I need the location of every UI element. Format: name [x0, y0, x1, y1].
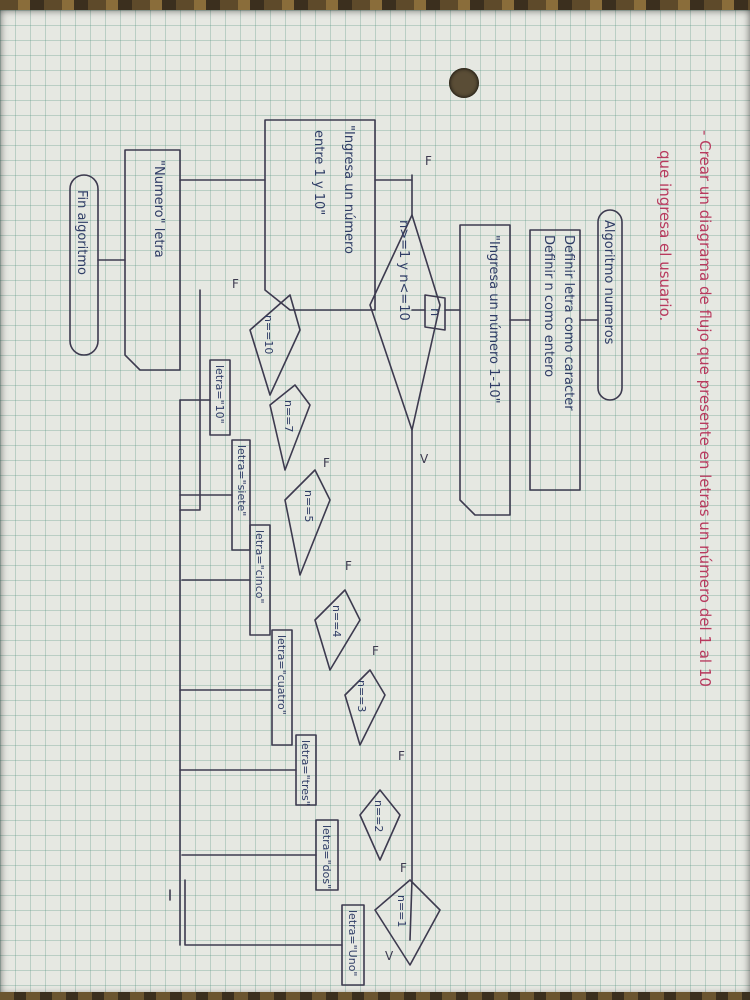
merge-lines: [169, 289, 343, 946]
define-letra: Definir letra como caracter: [561, 235, 576, 411]
flag-f10: F: [232, 277, 239, 291]
flag-f7: F: [323, 456, 330, 470]
assign-n3-text: letra="tres": [299, 740, 312, 806]
assign-n4-text: letra="cuatro": [275, 635, 288, 715]
final-output-text: "Numero" letra: [151, 160, 166, 258]
range-condition: n>=1 y n<=10: [396, 220, 411, 321]
assign-n1-text: letra="Uno": [346, 910, 359, 977]
final-output: "Numero" letra: [124, 149, 181, 371]
error-output: "Ingresa un número entre 1 y 10": [264, 119, 376, 311]
cond-n3: n==3: [355, 680, 368, 712]
assignment-line-1: - Crear un diagrama de flujo que present…: [696, 130, 714, 687]
assign-n5-text: letra="cinco": [253, 530, 266, 604]
flag-f1: F: [400, 861, 407, 875]
cond-n7: n==7: [282, 400, 295, 432]
decision-n2: [359, 789, 401, 861]
end-terminal: Fin algoritmo: [69, 174, 99, 356]
range-decision: n>=1 y n<=10: [369, 214, 441, 431]
start-terminal: Algoritmo numeros: [597, 209, 623, 401]
decision-n5: [284, 469, 331, 576]
cond-n5: n==5: [302, 490, 315, 522]
error-line-1: "Ingresa un número: [341, 125, 356, 254]
flag-f3: F: [372, 644, 379, 658]
decision-n1: [374, 879, 441, 966]
background-fabric-bottom: [0, 992, 750, 1000]
end-label: Fin algoritmo: [74, 190, 89, 275]
decision-n10: [249, 294, 301, 396]
cond-n1: n==1: [395, 895, 408, 927]
assignment-line-2: que ingresa el usuario.: [656, 150, 674, 321]
input-var: n: [427, 308, 442, 316]
define-n: Definir n como entero: [541, 235, 556, 377]
graph-paper-sheet: [0, 10, 750, 995]
prompt-output: "Ingresa un número 1-10": [459, 224, 511, 516]
error-line-2: entre 1 y 10": [311, 130, 326, 215]
define-process: Definir letra como caracter Definir n co…: [529, 229, 581, 491]
decision-n4: [314, 589, 361, 671]
cond-n4: n==4: [330, 605, 343, 637]
cond-n2: n==2: [372, 800, 385, 832]
case-chain: n==1 letra="Uno" n==2 letra="dos" n==3 l…: [209, 294, 441, 986]
decision-n7: [269, 384, 311, 471]
flag-f5: F: [345, 559, 352, 573]
prompt-output-text: "Ingresa un número 1-10": [486, 235, 501, 404]
range-false-flag: F: [425, 154, 432, 168]
range-true-flag: V: [420, 452, 429, 466]
assign-n10-text: letra="10": [213, 365, 226, 424]
assign-n4: [271, 629, 293, 746]
chain-flags: F V F F F F F: [232, 277, 407, 963]
binder-hole: [449, 68, 479, 98]
assign-n7-text: letra="siete": [235, 445, 248, 516]
start-label: Algoritmo numeros: [601, 220, 616, 345]
assign-n10: [209, 359, 231, 436]
flag-f2: F: [398, 749, 405, 763]
assign-n2-text: letra="dos": [320, 825, 333, 889]
cond-n10: n==10: [262, 315, 275, 354]
flag-v1: V: [385, 949, 394, 963]
true-trunk: [409, 429, 413, 941]
decision-n3: [344, 669, 386, 746]
